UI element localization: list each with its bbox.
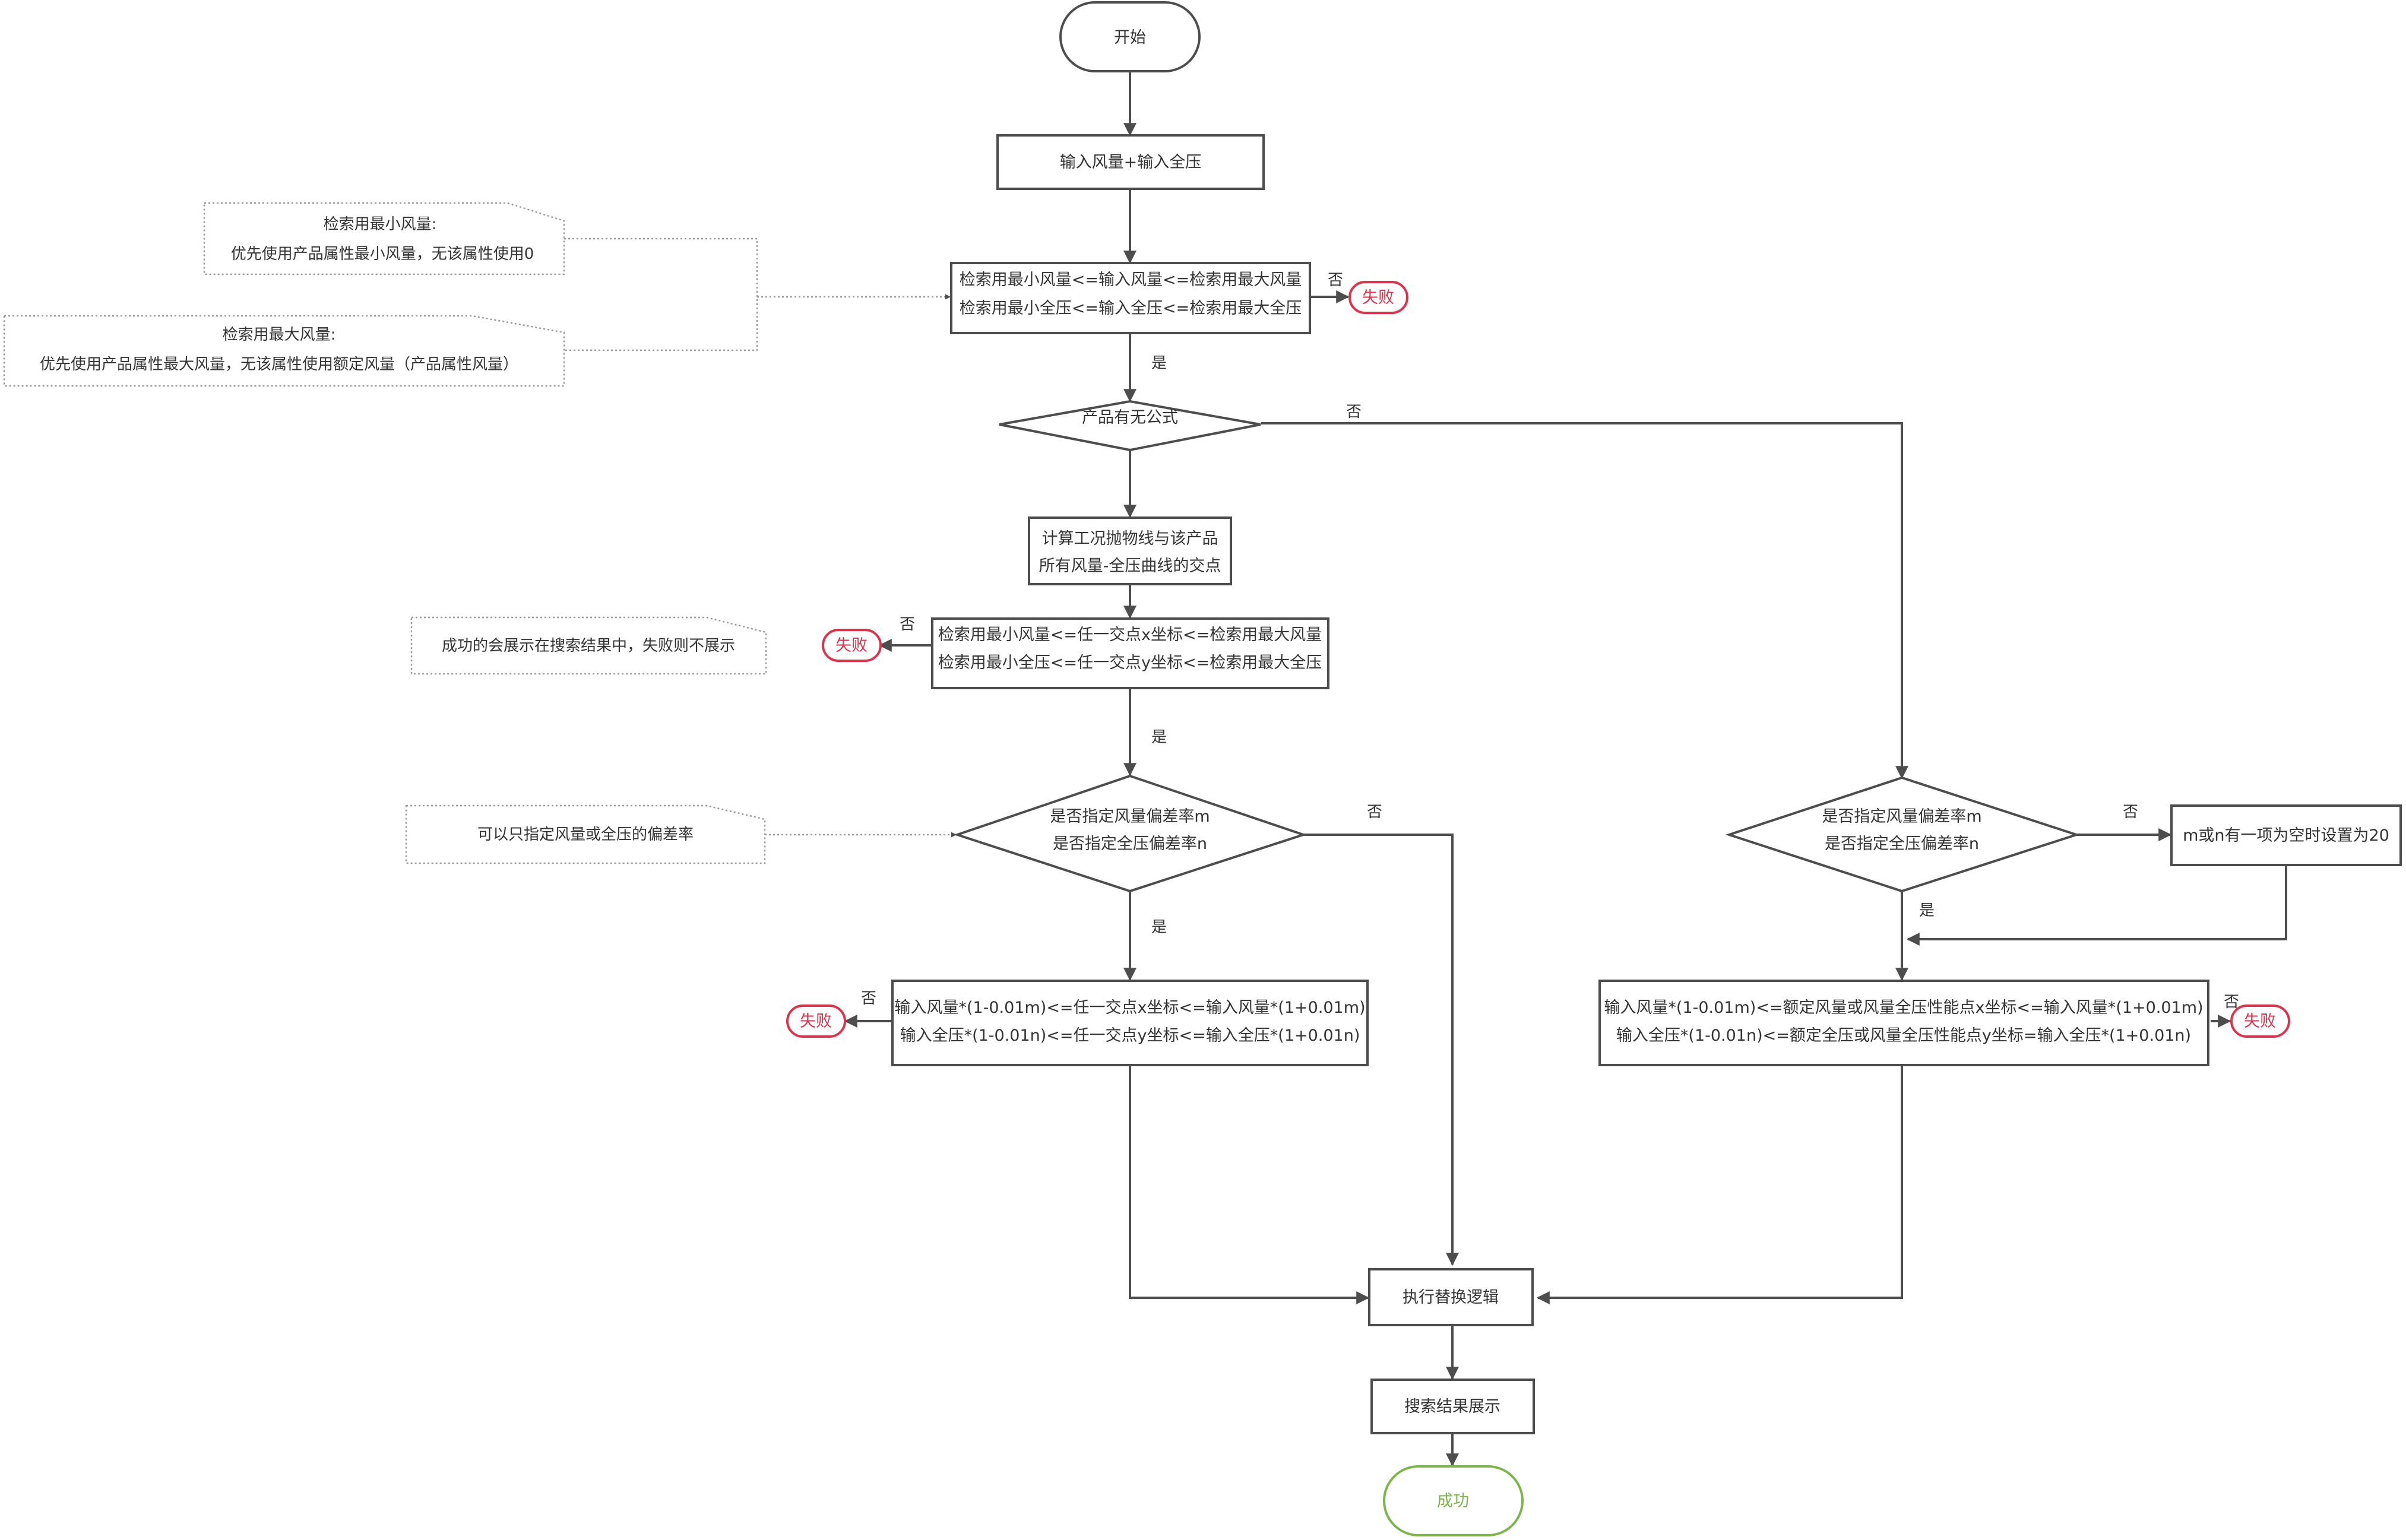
note-max-airflow-line-2: 优先使用产品属性最大风量，无该属性使用额定风量（产品属性风量） [40, 356, 518, 373]
edge-setdefault-merge [1906, 866, 2287, 946]
note-display-rule-text: 成功的会展示在搜索结果中，失败则不展示 [442, 637, 735, 655]
calc-intersections-process [1028, 516, 1232, 585]
edge-devcheck-left-replace [1129, 1066, 1370, 1304]
check-range-line-1: 检索用最小风量<=输入风量<=检索用最大风量 [960, 271, 1302, 289]
input-process [996, 134, 1265, 190]
check-deviation-right-line-1: 输入风量*(1-0.01m)<=额定风量或风量全压性能点x坐标<=输入风量*(1… [1604, 999, 2203, 1017]
edge-label-no-1: 否 [1328, 271, 1343, 289]
deviation-right-decision [1725, 776, 2081, 893]
fail-badge-2 [822, 629, 882, 662]
check-deviation-right-process [1598, 980, 2209, 1066]
edge-label-yes-4: 是 [1919, 902, 1935, 920]
fail-label-4: 失败 [2244, 1012, 2276, 1031]
edge-label-no-5: 否 [2123, 803, 2138, 821]
fail-badge-1 [1348, 281, 1408, 314]
success-label: 成功 [1437, 1492, 1469, 1510]
set-default-process [2170, 804, 2402, 866]
edge-label-no-7: 否 [2224, 993, 2239, 1011]
note-partial-deviation [405, 804, 766, 864]
check-range-line-2: 检索用最小全压<=输入全压<=检索用最大全压 [960, 299, 1302, 318]
check-intersection-line-2: 检索用最小全压<=任一交点y坐标<=检索用最大全压 [938, 654, 1322, 672]
edge-label-no-3: 否 [900, 616, 915, 633]
check-deviation-left-line-1: 输入风量*(1-0.01m)<=任一交点x坐标<=输入风量*(1+0.01m) [894, 999, 1365, 1017]
deviation-right-line-1: 是否指定风量偏差率m [1822, 807, 1981, 826]
edge-devcheck-right-replace [1536, 1066, 1903, 1304]
note-max-airflow-line-1: 检索用最大风量: [223, 326, 336, 344]
note-partial-deviation-text: 可以只指定风量或全压的偏差率 [477, 826, 694, 844]
edge-label-yes-3: 是 [1151, 918, 1167, 936]
note-display-rule [410, 616, 767, 675]
check-deviation-left-process [891, 980, 1369, 1066]
note-min-airflow [203, 202, 565, 275]
edge-formula-no [1261, 422, 1908, 779]
edge-label-yes-2: 是 [1151, 728, 1167, 746]
edge-label-no-4: 否 [1367, 803, 1382, 821]
replace-process [1368, 1268, 1534, 1326]
edge-label-no-6: 否 [861, 990, 876, 1007]
check-intersection-line-1: 检索用最小风量<=任一交点x坐标<=检索用最大风量 [938, 626, 1322, 644]
edge-deviation-left-no [1304, 834, 1459, 1266]
start-terminator [1059, 1, 1201, 72]
input-label: 输入风量+输入全压 [1060, 153, 1202, 172]
has-formula-label: 产品有无公式 [1082, 408, 1178, 427]
check-deviation-right-line-2: 输入全压*(1-0.01n)<=额定全压或风量全压性能点y坐标=输入全压*(1+… [1616, 1026, 2191, 1045]
edge-note-min-bracket [564, 237, 758, 351]
note-min-airflow-line-1: 检索用最小风量: [324, 216, 437, 233]
fail-badge-3 [786, 1005, 846, 1038]
fail-label-2: 失败 [835, 636, 868, 655]
success-terminator [1383, 1465, 1524, 1536]
note-min-airflow-line-2: 优先使用产品属性最小风量，无该属性使用0 [231, 245, 534, 263]
fail-label-1: 失败 [1362, 289, 1394, 307]
fail-badge-4 [2230, 1005, 2290, 1038]
set-default-label: m或n有一项为空时设置为20 [2183, 826, 2389, 845]
replace-label: 执行替换逻辑 [1403, 1288, 1499, 1307]
check-deviation-left-line-2: 输入全压*(1-0.01n)<=任一交点y坐标<=输入全压*(1+0.01n) [900, 1026, 1360, 1045]
display-label: 搜索结果展示 [1404, 1398, 1500, 1416]
start-label: 开始 [1114, 28, 1146, 47]
has-formula-decision [999, 400, 1261, 452]
calc-intersections-line-1: 计算工况抛物线与该产品 [1042, 530, 1218, 548]
edge-label-yes-1: 是 [1151, 354, 1167, 372]
fail-label-3: 失败 [800, 1012, 832, 1031]
check-intersection-process [931, 617, 1329, 689]
edge-label-no-2: 否 [1346, 403, 1362, 421]
note-max-airflow [3, 315, 565, 387]
deviation-left-line-1: 是否指定风量偏差率m [1050, 807, 1210, 826]
deviation-left-line-2: 是否指定全压偏差率n [1053, 835, 1207, 853]
display-process [1370, 1379, 1535, 1434]
deviation-left-decision [953, 774, 1308, 893]
deviation-right-line-2: 是否指定全压偏差率n [1825, 835, 1979, 853]
check-range-process [950, 262, 1311, 334]
calc-intersections-line-2: 所有风量-全压曲线的交点 [1039, 557, 1221, 575]
